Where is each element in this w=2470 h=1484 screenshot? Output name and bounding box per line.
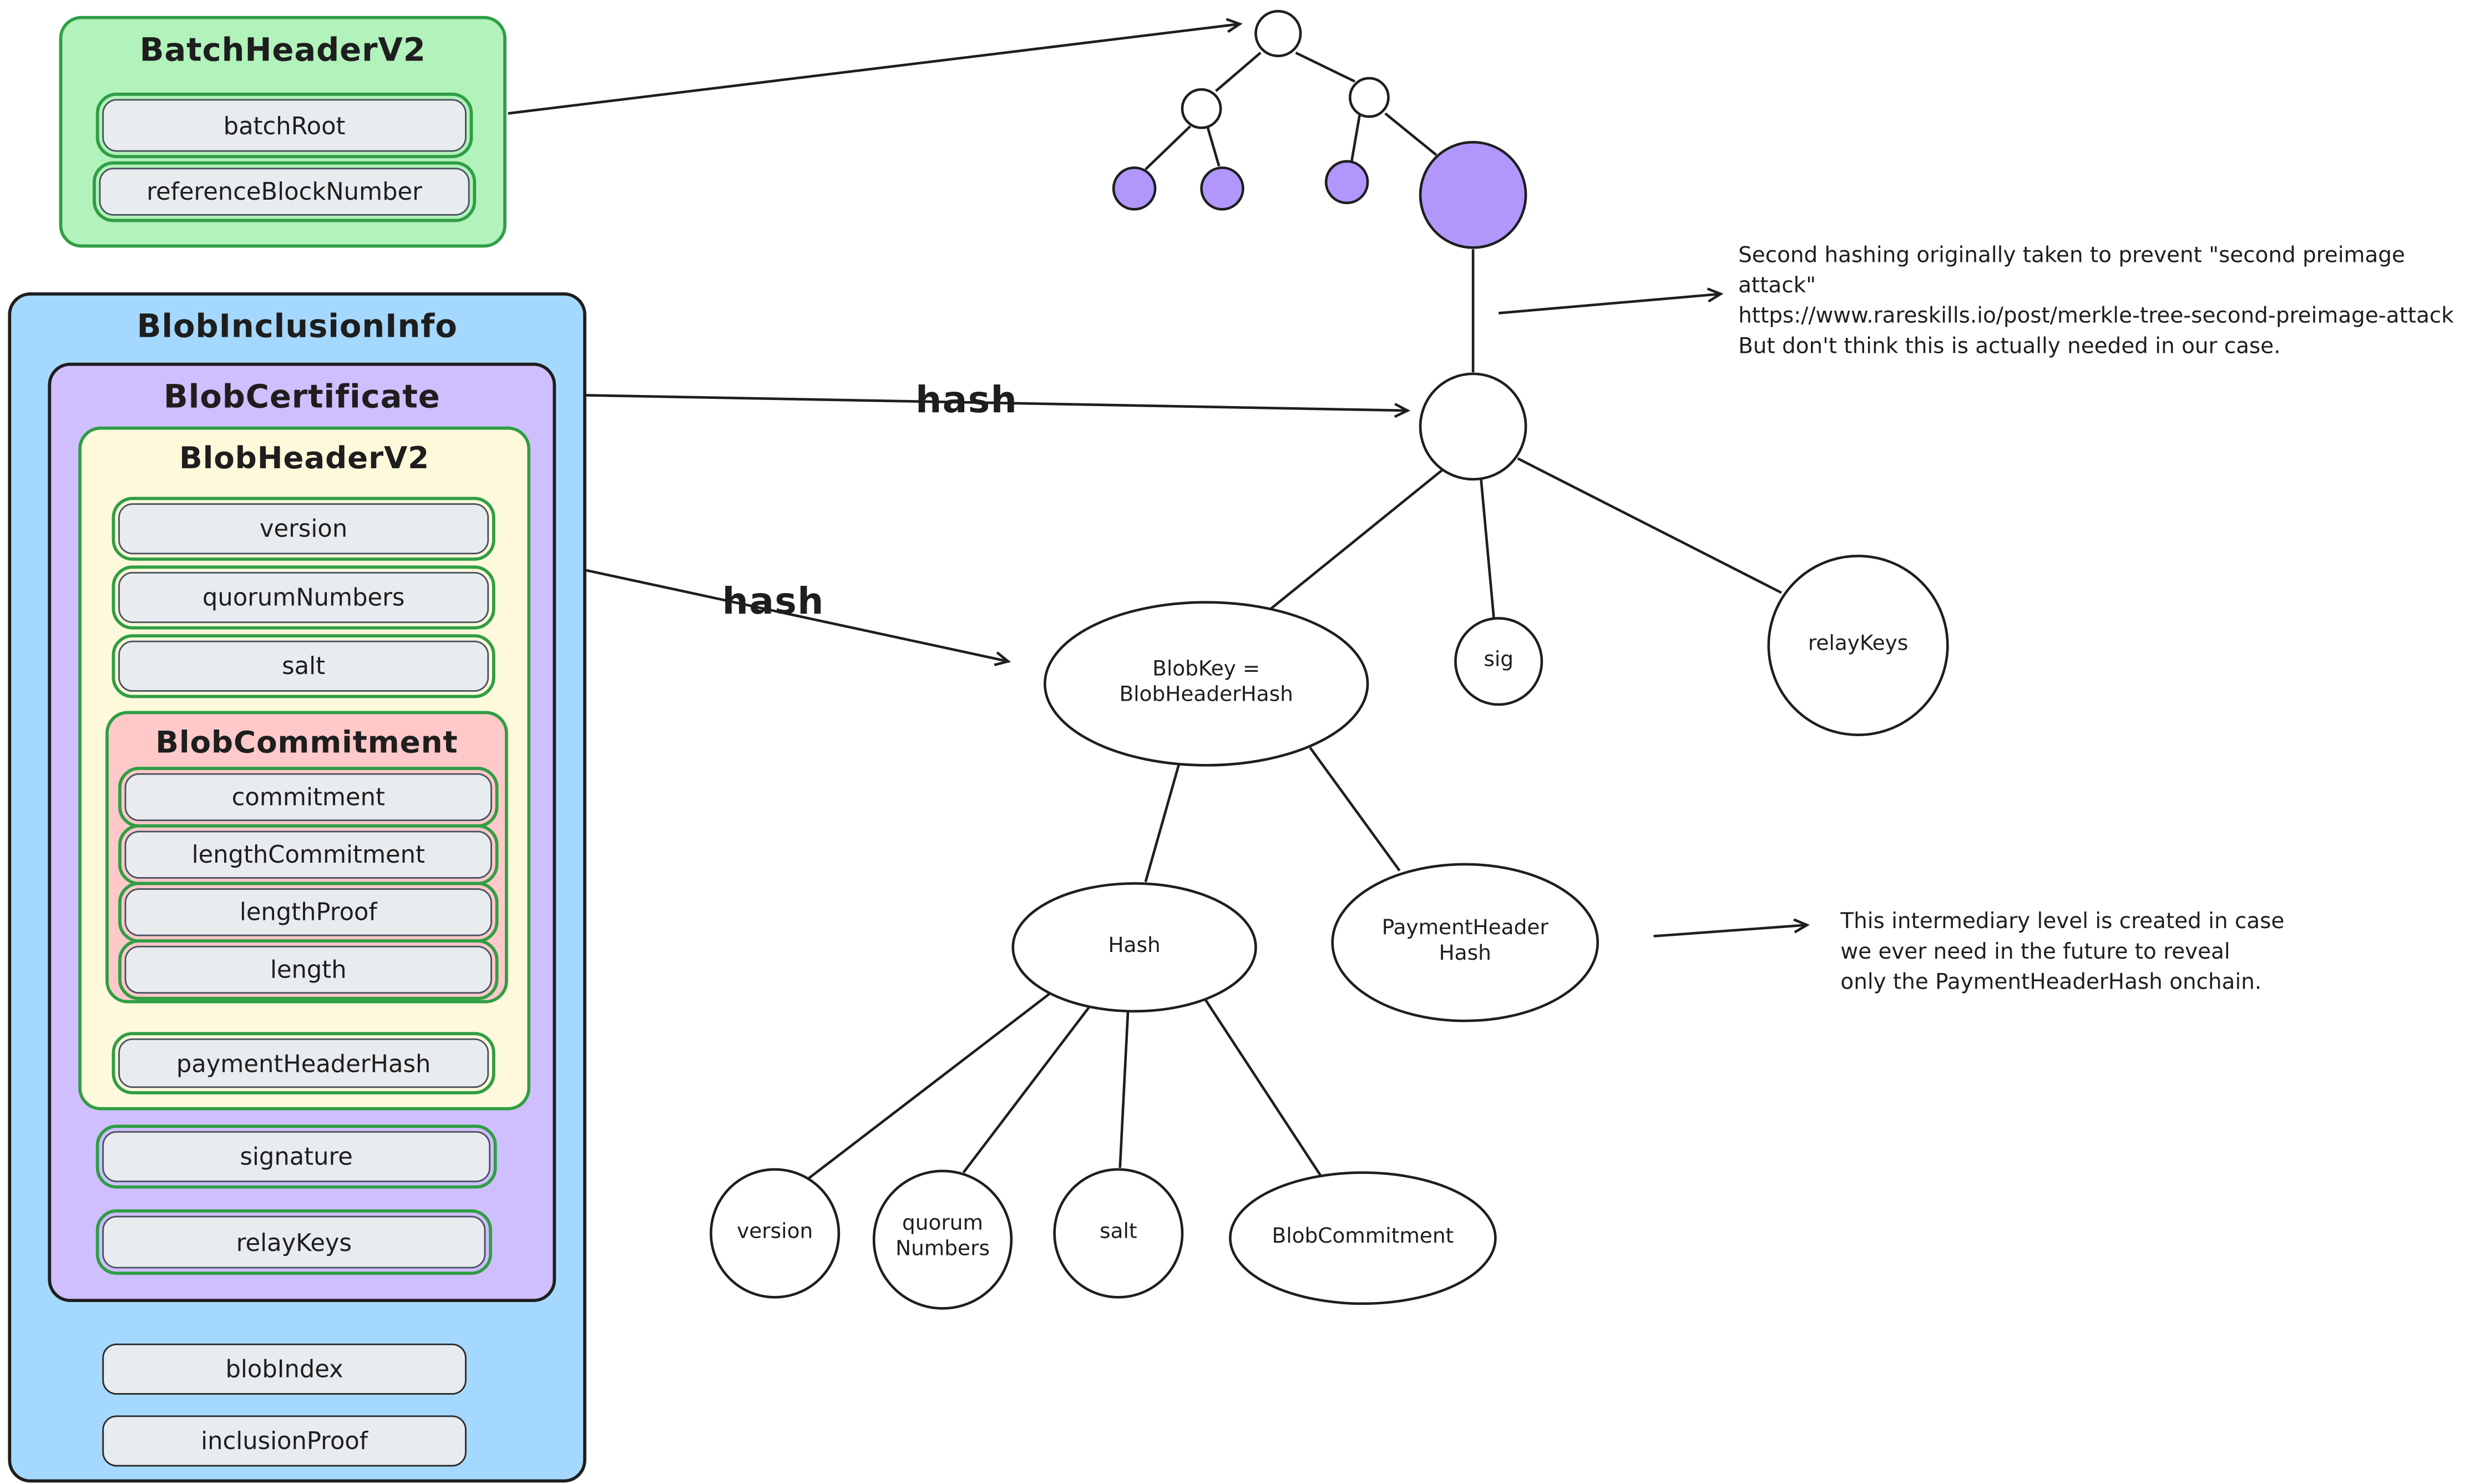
blob-certificate-title: BlobCertificate (163, 377, 441, 416)
field-version: version (112, 497, 495, 561)
hash-label-certificate: hash (915, 380, 1018, 422)
arrow-header-hash (527, 556, 1011, 666)
field-paymentheaderhash: paymentHeaderHash (112, 1032, 495, 1095)
field-inclusionproof: inclusionProof (102, 1415, 467, 1467)
blob-inclusion-info-box: BlobInclusionInfo BlobCertificate BlobHe… (8, 292, 586, 1483)
blobkey-node (1044, 601, 1369, 767)
hash-node-circle (1419, 372, 1527, 481)
edge-hashnode-relaykeys (1517, 457, 1782, 594)
quorumnumbers-leaf-label: quorum Numbers (895, 1212, 990, 1262)
field-blobindex: blobIndex (102, 1343, 467, 1395)
field-signature: signature (95, 1125, 497, 1189)
field-commitment: commitment (118, 767, 499, 828)
version-leaf-node (710, 1168, 841, 1299)
intermediary-annotation: This intermediary level is created in ca… (1840, 909, 2285, 995)
second-preimage-annotation: Second hashing originally taken to preve… (1738, 242, 2454, 359)
edge-hash-quorum (962, 1005, 1091, 1174)
edge-hash-salt (1118, 1011, 1130, 1168)
edge-right-leaf3 (1350, 114, 1361, 162)
relaykeys-node-label: relayKeys (1808, 632, 1909, 657)
arrow-certificate-hash (553, 393, 1411, 418)
edge-left-leaf1 (1145, 125, 1191, 170)
blob-certificate-box: BlobCertificate BlobHeaderV2 version quo… (48, 362, 556, 1302)
merkle-leaf-1 (1112, 166, 1157, 211)
merkle-leaf-2 (1200, 166, 1244, 211)
relaykeys-node (1767, 554, 1949, 736)
field-length: length (118, 939, 499, 1000)
hash-node-label: Hash (1108, 934, 1161, 959)
edge-root-leftchild (1214, 52, 1262, 92)
blob-inclusion-info-title: BlobInclusionInfo (136, 306, 458, 346)
edge-right-leaf4 (1384, 112, 1438, 156)
blob-commitment-box: BlobCommitment commitment lengthCommitme… (105, 711, 508, 1004)
edge-hashnode-blobkey (1266, 468, 1444, 613)
merkle-left-node (1181, 88, 1222, 129)
hash-ellipse-node (1011, 882, 1257, 1013)
batch-header-box: BatchHeaderV2 batchRoot referenceBlockNu… (59, 16, 507, 248)
edge-root-rightchild (1295, 51, 1355, 83)
edge-hash-blobcommitment (1200, 992, 1324, 1180)
arrow-batchroot-to-tree (508, 18, 1243, 115)
field-lengthcommitment: lengthCommitment (118, 824, 499, 885)
edge-blobkey-paymentheader (1309, 747, 1401, 872)
blobkey-node-label: BlobKey = BlobHeaderHash (1119, 657, 1293, 708)
paymentheaderhash-node (1331, 863, 1600, 1022)
field-salt: salt (112, 634, 495, 698)
sig-node-label: sig (1484, 648, 1514, 672)
merkle-right-node (1349, 77, 1390, 118)
quorumnumbers-leaf-node (872, 1169, 1013, 1310)
field-quorumnumbers: quorumNumbers (112, 565, 495, 630)
batch-header-title: BatchHeaderV2 (139, 30, 426, 69)
field-lengthproof: lengthProof (118, 882, 499, 943)
edge-left-leaf2 (1206, 127, 1221, 167)
merkle-root-node (1254, 9, 1302, 58)
blob-header-box: BlobHeaderV2 version quorumNumbers salt … (78, 426, 531, 1111)
edge-hash-version (803, 992, 1051, 1183)
paymentheaderhash-node-label: PaymentHeader Hash (1381, 916, 1548, 967)
edge-hashnode-sig (1480, 479, 1495, 619)
arrow-preimage-note (1498, 287, 1724, 315)
blobcommitment-leaf-label: BlobCommitment (1272, 1225, 1454, 1249)
salt-leaf-label: salt (1100, 1220, 1137, 1244)
field-referenceblocknumber: referenceBlockNumber (93, 161, 477, 222)
blob-commitment-title: BlobCommitment (155, 725, 458, 761)
merkle-leaf-3 (1324, 160, 1369, 205)
field-batchroot: batchRoot (95, 93, 473, 159)
sig-node (1454, 617, 1543, 706)
merkle-leaf-4-large (1419, 140, 1527, 249)
blob-header-title: BlobHeaderV2 (179, 440, 430, 477)
arrow-intermediary-note (1653, 918, 1810, 938)
edge-blobkey-hash (1144, 763, 1181, 883)
version-leaf-label: version (737, 1220, 813, 1244)
blobcommitment-leaf-node (1229, 1171, 1497, 1305)
field-relaykeys: relayKeys (95, 1209, 492, 1275)
salt-leaf-node (1053, 1168, 1184, 1299)
hash-label-header: hash (722, 581, 824, 624)
